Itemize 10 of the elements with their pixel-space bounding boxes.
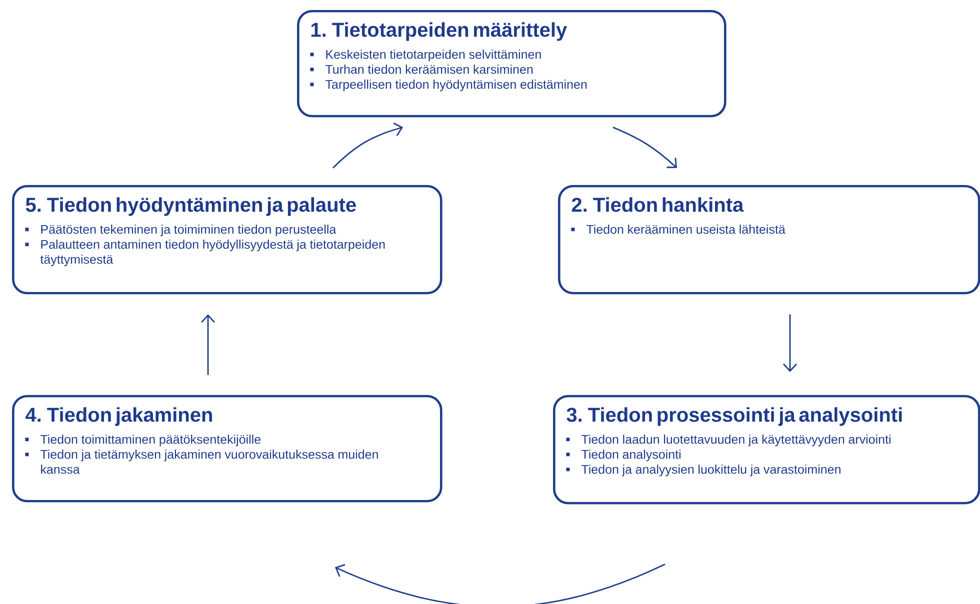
arrow [201,314,216,375]
arrow [783,314,798,372]
process-box: 5. Tiedon hyödyntäminen ja palaute Päätösten tekeminen ja toimiminen tiedon perusteella Palautteen antaminen tiedon hyödyllisyydestä ja tietotarpeiden täyttymisestä [12,185,442,294]
arrow [332,122,403,168]
process-box: 1. Tietotarpeiden määrittely Keskeisten tietotarpeiden selvittäminen Turhan tiedon keräämisen karsiminen Tarpeellisen tiedon hyödyntämisen edistäminen [297,10,726,118]
arrow [612,126,677,168]
process-box: 3. Tiedon prosessointi ja analysointi Tiedon laadun luotettavuuden ja käytettävyyden arviointi Tiedon analysointi Tiedon ja analyysien luokittelu ja varastoiminen [553,395,980,504]
process-box: 2. Tiedon hankinta Tiedon kerääminen useista lähteistä [558,185,980,294]
process-box: 4. Tiedon jakaminen Tiedon toimittaminen päätöksentekijöille Tiedon ja tietämyksen jakaminen vuorovaikutuksessa muiden kanssa [12,395,442,502]
arrow [335,564,666,604]
